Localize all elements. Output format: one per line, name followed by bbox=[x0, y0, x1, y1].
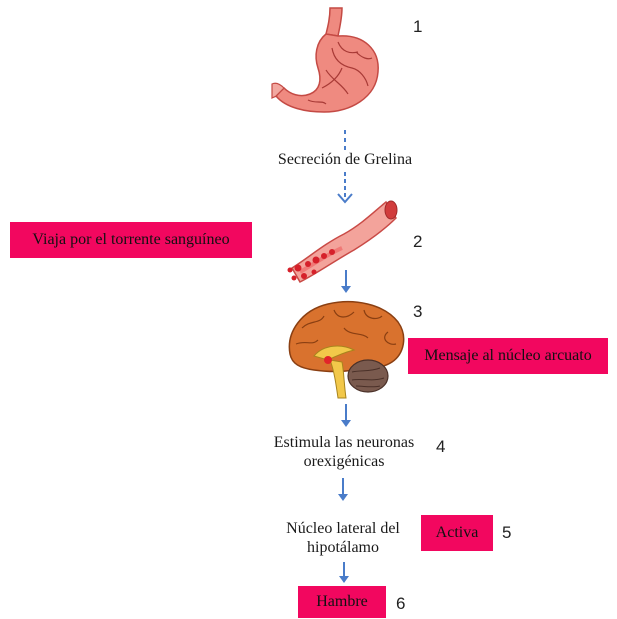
step-number-3: 3 bbox=[413, 302, 422, 322]
step-number-1: 1 bbox=[413, 17, 422, 37]
arrow-down-icon bbox=[333, 478, 353, 502]
step-number-5: 5 bbox=[502, 523, 511, 543]
step-caption-5-line1: Núcleo lateral del bbox=[266, 519, 420, 538]
arrow-down-icon bbox=[334, 562, 354, 584]
stomach-illustration bbox=[272, 8, 384, 128]
arrow-2 bbox=[336, 270, 356, 294]
label-box-6: Hambre bbox=[298, 586, 386, 618]
step-number-2: 2 bbox=[413, 232, 422, 252]
arrow-down-icon bbox=[336, 270, 356, 294]
step-caption-4-line1: Estimula las neuronas bbox=[252, 433, 436, 452]
arrow-3 bbox=[336, 404, 356, 428]
arrow-4 bbox=[333, 478, 353, 502]
step-caption-5-line2: hipotálamo bbox=[266, 538, 420, 557]
arrow-down-icon bbox=[336, 404, 356, 428]
label-box-2: Viaja por el torrente sanguíneo bbox=[10, 222, 252, 258]
label-box-5: Activa bbox=[421, 515, 493, 551]
step-caption-5: Núcleo lateral del hipotálamo bbox=[266, 519, 420, 557]
step-caption-4: Estimula las neuronas orexigénicas bbox=[252, 433, 436, 471]
label-box-3: Mensaje al núcleo arcuato bbox=[408, 338, 608, 374]
brain-icon bbox=[284, 298, 408, 400]
brain-illustration bbox=[284, 298, 408, 400]
step-caption-1: Secreción de Grelina bbox=[245, 150, 445, 169]
step-caption-4-line2: orexigénicas bbox=[252, 452, 436, 471]
step-number-6: 6 bbox=[396, 594, 405, 614]
step-number-4: 4 bbox=[436, 437, 445, 457]
stomach-icon bbox=[272, 8, 384, 128]
connector-1 bbox=[335, 130, 355, 152]
arrow-5 bbox=[334, 562, 354, 584]
